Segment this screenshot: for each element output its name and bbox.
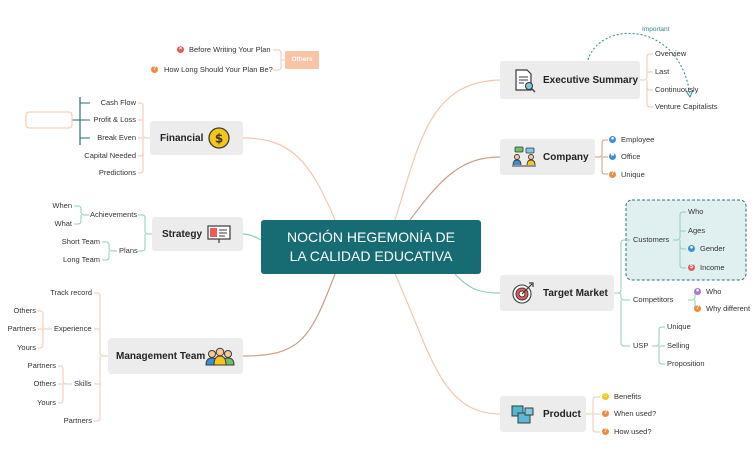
management-label: Management Team (116, 350, 206, 362)
strategy-achievements-what[interactable]: What (54, 219, 72, 228)
management-skills-partners[interactable]: Partners (27, 361, 56, 370)
management-experience-others[interactable]: Others (13, 306, 36, 315)
executive-summary-node[interactable]: Executive Summary (500, 61, 640, 99)
executive-label: Executive Summary (543, 74, 639, 86)
customers-who[interactable]: Who (688, 207, 704, 216)
target-label: Target Market (543, 287, 608, 299)
competitors-why-different[interactable]: Why different (706, 304, 751, 313)
central-topic-line2: LA CALIDAD EDUCATIVA (289, 248, 453, 264)
company-child-3[interactable]: Unique (621, 170, 645, 179)
financial-child-3[interactable]: Break Even (97, 133, 136, 142)
company-child-2[interactable]: Office (621, 152, 641, 161)
customers-ages[interactable]: Ages (688, 226, 706, 235)
strategy-plans-long[interactable]: Long Team (63, 255, 100, 264)
question-circle-icon: ? (609, 171, 616, 178)
management-experience-yours[interactable]: Yours (17, 343, 36, 352)
branch-executive (394, 79, 501, 221)
target-usp[interactable]: USP (633, 341, 649, 350)
financial-child-1[interactable]: Cash Flow (100, 98, 136, 107)
executive-child-1[interactable]: Overview (655, 49, 687, 58)
branch-product (394, 273, 501, 415)
branch-financial (242, 137, 336, 221)
financial-child-5[interactable]: Predictions (98, 168, 136, 177)
financial-child-2[interactable]: Profit & Loss (93, 115, 136, 124)
financial-node[interactable]: Financial $ (150, 121, 243, 155)
financial-label: Financial (160, 132, 204, 144)
others-item-2[interactable]: How Long Should Your Plan Be? (164, 65, 273, 74)
team-people-icon (205, 347, 235, 366)
target-market-node[interactable]: Target Market (500, 275, 614, 311)
branch-strategy (242, 233, 262, 241)
branch-management (242, 273, 336, 357)
company-node[interactable]: Company (500, 139, 595, 175)
svg-text:$: $ (215, 132, 223, 146)
product-when-used[interactable]: When used? (614, 409, 657, 418)
central-topic[interactable]: NOCIÓN HEGEMONÍA DE LA CALIDAD EDUCATIVA (261, 220, 481, 274)
management-skills[interactable]: Skills (74, 379, 92, 388)
management-experience[interactable]: Experience (54, 324, 92, 333)
flag-icon: ⚑ (609, 153, 616, 160)
strategy-plans[interactable]: Plans (119, 246, 138, 255)
customers-income[interactable]: Income (700, 263, 725, 272)
strategy-achievements-when[interactable]: When (52, 201, 72, 210)
management-track-record[interactable]: Track record (50, 288, 92, 297)
others-item-1[interactable]: Before Writing Your Plan (189, 45, 271, 54)
usp-unique[interactable]: Unique (667, 322, 691, 331)
usp-selling[interactable]: Selling (667, 341, 690, 350)
strategy-achievements[interactable]: Achievements (90, 210, 138, 219)
management-team-node[interactable]: Management Team (108, 338, 243, 374)
company-label: Company (543, 151, 589, 163)
strategy-label: Strategy (162, 228, 203, 240)
target-customers[interactable]: Customers (633, 235, 670, 244)
question-circle-icon: ? (602, 410, 609, 417)
important-label[interactable]: Important (642, 26, 670, 33)
management-partners[interactable]: Partners (63, 416, 92, 425)
product-benefits[interactable]: Benefits (614, 392, 642, 401)
target-competitors[interactable]: Competitors (633, 295, 674, 304)
person-purple-icon: ● (694, 288, 701, 295)
central-topic-line1: NOCIÓN HEGEMONÍA DE (286, 229, 456, 245)
executive-child-4[interactable]: Venture Capitalists (655, 102, 718, 111)
boxes-icon (511, 405, 534, 424)
branch-target (454, 273, 501, 294)
dollar-circle-icon: $ (688, 264, 695, 271)
question-circle-icon: ? (602, 428, 609, 435)
company-child-1[interactable]: Employee (621, 135, 655, 144)
financial-child-4[interactable]: Capital Needed (84, 151, 136, 160)
strategy-plans-short[interactable]: Short Team (61, 237, 100, 246)
target-icon (512, 282, 534, 304)
competitors-who[interactable]: Who (706, 287, 722, 296)
branch-company (409, 156, 501, 221)
x-circle-icon: × (177, 46, 184, 53)
executive-child-3[interactable]: Continuously (655, 85, 699, 94)
usp-proposition[interactable]: Proposition (667, 359, 705, 368)
management-skills-others[interactable]: Others (33, 379, 56, 388)
others-tag[interactable]: Others (285, 51, 319, 69)
strategy-node[interactable]: Strategy (152, 217, 243, 251)
customers-gender[interactable]: Gender (700, 244, 726, 253)
product-how-used[interactable]: How used? (614, 427, 652, 436)
question-circle-icon: ? (151, 66, 158, 73)
product-label: Product (543, 408, 581, 420)
person-icon: ● (609, 136, 616, 143)
meeting-people-icon (512, 146, 536, 167)
question-circle-icon: ? (694, 305, 701, 312)
management-skills-yours[interactable]: Yours (37, 398, 56, 407)
executive-child-2[interactable]: Last (655, 67, 670, 76)
person-icon: ● (688, 245, 695, 252)
empty-floating-box (25, 111, 73, 129)
smile-icon: ☺ (602, 393, 609, 400)
management-experience-partners[interactable]: Partners (7, 324, 36, 333)
product-node[interactable]: Product (500, 396, 586, 432)
document-search-icon (515, 69, 536, 93)
presentation-board-icon (207, 225, 231, 243)
dollar-coin-icon: $ (208, 127, 230, 149)
